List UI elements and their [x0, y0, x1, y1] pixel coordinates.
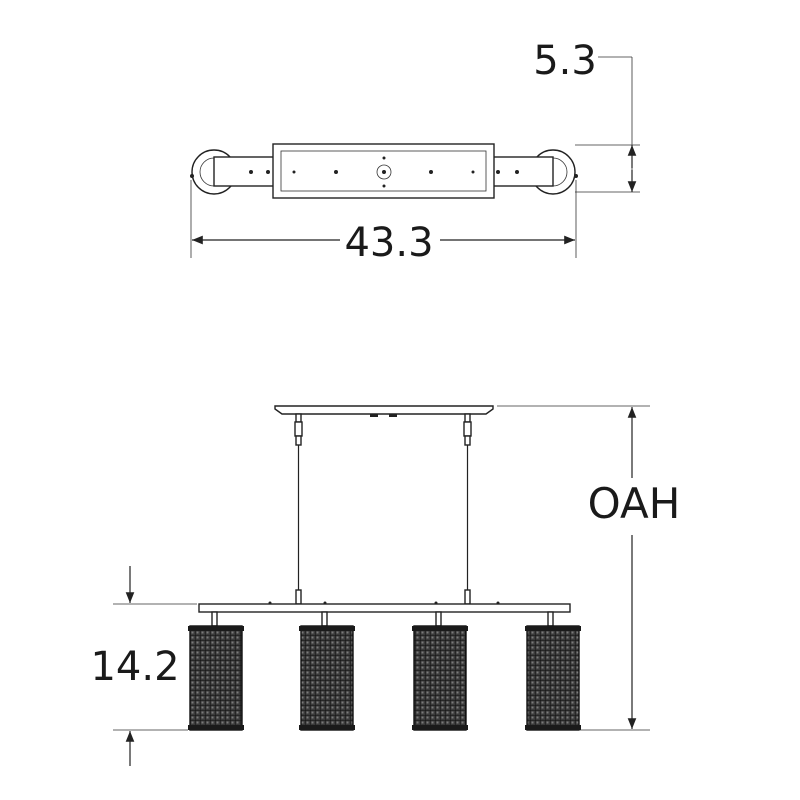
right-suspension-rod: [463, 413, 472, 605]
shade-height-label: 14.2: [90, 644, 179, 690]
depth-dimension: 5.3: [533, 38, 640, 193]
front-view: OAH 14.2: [90, 405, 681, 766]
pendant-2: [299, 611, 355, 731]
canopy-plate-top: [272, 143, 495, 199]
overall-height-dimension: OAH: [497, 405, 681, 731]
top-view: 5.3 43.3: [190, 38, 640, 266]
depth-label: 5.3: [533, 38, 597, 84]
length-dimension: 43.3: [190, 180, 577, 266]
pendant-3: [412, 611, 468, 731]
pendant-1: [188, 611, 244, 731]
left-arm: [213, 156, 275, 187]
pendant-4: [525, 611, 581, 731]
linear-bar: [198, 601, 571, 613]
length-label: 43.3: [344, 220, 433, 266]
canopy-front: [274, 405, 494, 417]
left-suspension-rod: [294, 413, 303, 605]
right-arm: [492, 156, 554, 187]
shade-height-dimension: 14.2: [90, 566, 197, 766]
oah-label: OAH: [588, 479, 681, 528]
